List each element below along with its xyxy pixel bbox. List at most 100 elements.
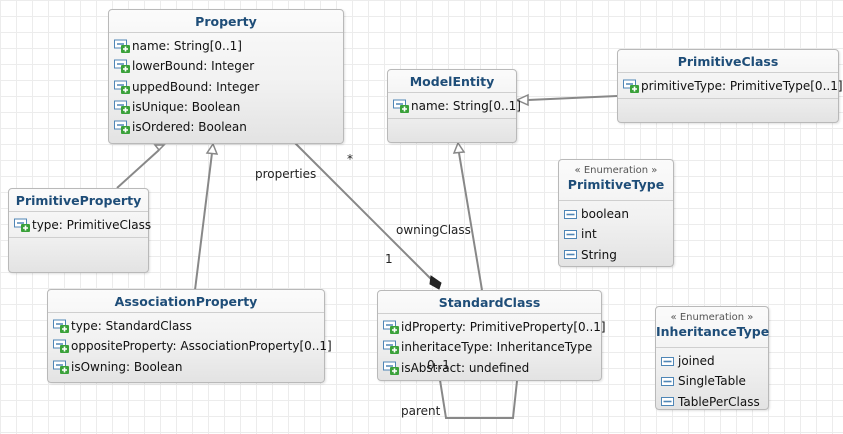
literal-compartment: boolean int String [559,200,673,267]
attribute-row[interactable]: oppositeProperty: AssociationProperty[0.… [53,336,332,356]
attribute-plus-icon [53,339,69,354]
attribute-compartment: type: PrimitiveClass [9,211,152,237]
attribute-plus-icon [383,320,399,335]
attribute-row[interactable]: isAbstract: undefined [383,358,601,378]
class-name: AssociationProperty [114,294,258,309]
attribute-plus-icon [383,340,399,355]
attribute-compartment: primitiveType: PrimitiveType[0..1] [618,72,843,98]
attribute-text: type: PrimitiveClass [32,218,152,233]
attribute-text: name: String[0..1] [132,39,242,54]
generalization-arrowhead [205,142,219,155]
literal-text: int [581,227,597,242]
attribute-text: type: StandardClass [71,319,192,334]
attribute-text: isAbstract: undefined [401,360,530,375]
attribute-row[interactable]: type: StandardClass [53,316,324,336]
attribute-plus-icon [114,120,130,135]
attribute-row[interactable]: isUnique: Boolean [114,97,343,117]
class-name: PrimitiveProperty [15,193,142,208]
literal-row[interactable]: TablePerClass [661,392,768,412]
generalization-arrowhead [452,141,466,154]
attribute-text: isOrdered: Boolean [132,120,247,135]
class-property[interactable]: Property name: String[0..1] lowerBound: … [108,9,344,144]
literal-row[interactable]: boolean [564,204,673,224]
edge-primitiveclass-to-modelentity [527,95,618,101]
attribute-plus-icon [14,218,30,233]
edge-standardclass-to-modelentity [458,152,483,291]
edge-standardclass-parent [439,379,518,419]
enum-literal-icon [564,209,577,219]
multiplicity-label-parent: 0..1 [427,358,450,372]
operation-compartment [618,98,838,121]
enum-literal-icon [564,229,577,239]
attribute-row[interactable]: uppedBound: Integer [114,77,343,97]
attribute-compartment: type: StandardClass oppositeProperty: As… [48,312,332,379]
attribute-plus-icon [114,100,130,115]
attribute-row[interactable]: idProperty: PrimitiveProperty[0..1] [383,317,606,337]
literal-row[interactable]: int [564,224,673,244]
enum-literal-icon [661,397,674,407]
attribute-plus-icon [383,361,399,375]
composition-diamond [429,275,442,290]
literal-row[interactable]: joined [661,351,768,371]
stereotype-label: « Enumeration » [574,165,658,176]
enum-primitivetype[interactable]: « Enumeration » PrimitiveType boolean in… [558,159,674,267]
attribute-row[interactable]: inheritaceType: InheritanceType [383,337,601,357]
literal-text: String [581,247,617,262]
attribute-text: isUnique: Boolean [132,100,241,115]
class-name: StandardClass [438,295,541,310]
operation-compartment [388,118,516,141]
attribute-text: lowerBound: Integer [132,59,255,74]
attribute-text: name: String[0..1] [411,99,521,114]
attribute-row[interactable]: name: String[0..1] [114,36,343,56]
attribute-compartment: idProperty: PrimitiveProperty[0..1] inhe… [378,313,606,380]
class-primitiveproperty[interactable]: PrimitiveProperty type: PrimitiveClass [8,188,152,273]
class-associationproperty[interactable]: AssociationProperty type: StandardClass … [47,289,332,383]
literal-text: TablePerClass [678,394,760,409]
attribute-row[interactable]: lowerBound: Integer [114,56,343,76]
multiplicity-label-properties: * [347,152,353,166]
attribute-plus-icon [114,39,130,54]
attribute-text: inheritaceType: InheritanceType [401,340,593,355]
attribute-row[interactable]: name: String[0..1] [393,96,521,116]
literal-compartment: joined SingleTable TablePerClass [656,347,768,414]
enum-inheritancetype[interactable]: « Enumeration » InheritanceType joined S… [655,306,769,410]
edge-primitiveproperty-to-property [116,149,160,189]
attribute-text: idProperty: PrimitiveProperty[0..1] [401,320,606,335]
attribute-plus-icon [53,319,69,334]
attribute-row[interactable]: primitiveType: PrimitiveType[0..1] [623,76,843,96]
multiplicity-label-owningclass: 1 [385,252,393,266]
attribute-plus-icon [393,99,409,114]
role-label-properties: properties [255,167,317,181]
attribute-plus-icon [623,79,639,94]
attribute-text: oppositeProperty: AssociationProperty[0.… [71,339,332,354]
attribute-row[interactable]: isOwning: Boolean [53,357,324,377]
class-name: PrimitiveClass [677,54,779,69]
enum-name: InheritanceType [656,324,770,339]
class-modelentity[interactable]: ModelEntity name: String[0..1] [387,69,521,143]
class-name: ModelEntity [409,74,495,89]
literal-row[interactable]: SingleTable [661,371,768,391]
class-name: Property [195,14,257,29]
enum-name: PrimitiveType [567,177,665,192]
class-standardclass[interactable]: StandardClass idProperty: PrimitivePrope… [377,290,606,381]
literal-text: boolean [581,207,629,222]
attribute-row[interactable]: type: PrimitiveClass [14,215,152,235]
operation-compartment [9,237,148,268]
attribute-text: primitiveType: PrimitiveType[0..1] [641,79,843,94]
attribute-compartment: name: String[0..1] lowerBound: Integer u… [109,32,343,139]
literal-row[interactable]: String [564,245,673,265]
enum-literal-icon [661,376,674,386]
role-label-owningclass: owningClass [396,223,471,237]
stereotype-label: « Enumeration » [670,312,754,323]
attribute-compartment: name: String[0..1] [388,92,521,118]
literal-text: SingleTable [678,374,746,389]
class-primitiveclass[interactable]: PrimitiveClass primitiveType: PrimitiveT… [617,49,843,123]
attribute-row[interactable]: isOrdered: Boolean [114,117,343,137]
literal-text: joined [678,354,715,369]
generalization-arrowhead [153,144,166,152]
edge-properties-owningclass [294,142,433,281]
attribute-text: uppedBound: Integer [132,79,260,94]
enum-literal-icon [661,356,674,366]
role-label-parent: parent [401,404,441,418]
